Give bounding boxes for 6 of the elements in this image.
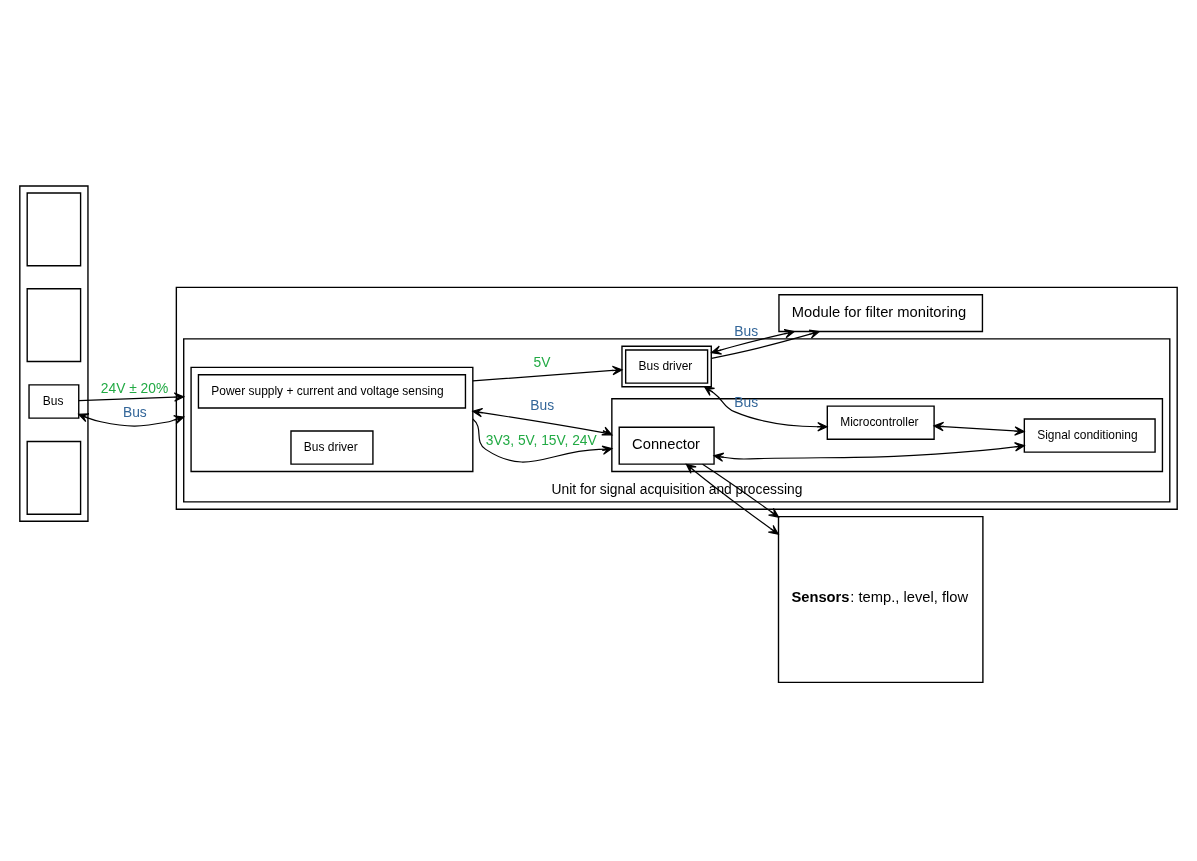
edge-label: Bus [530, 396, 555, 413]
edge-label: 3V3, 5V, 15V, 24V [485, 431, 597, 448]
edge-label: Bus [734, 323, 759, 340]
edge-label: 24V ± 20% [100, 380, 169, 397]
edge-label: Bus [122, 404, 147, 421]
edge-label: 5V [533, 354, 551, 371]
